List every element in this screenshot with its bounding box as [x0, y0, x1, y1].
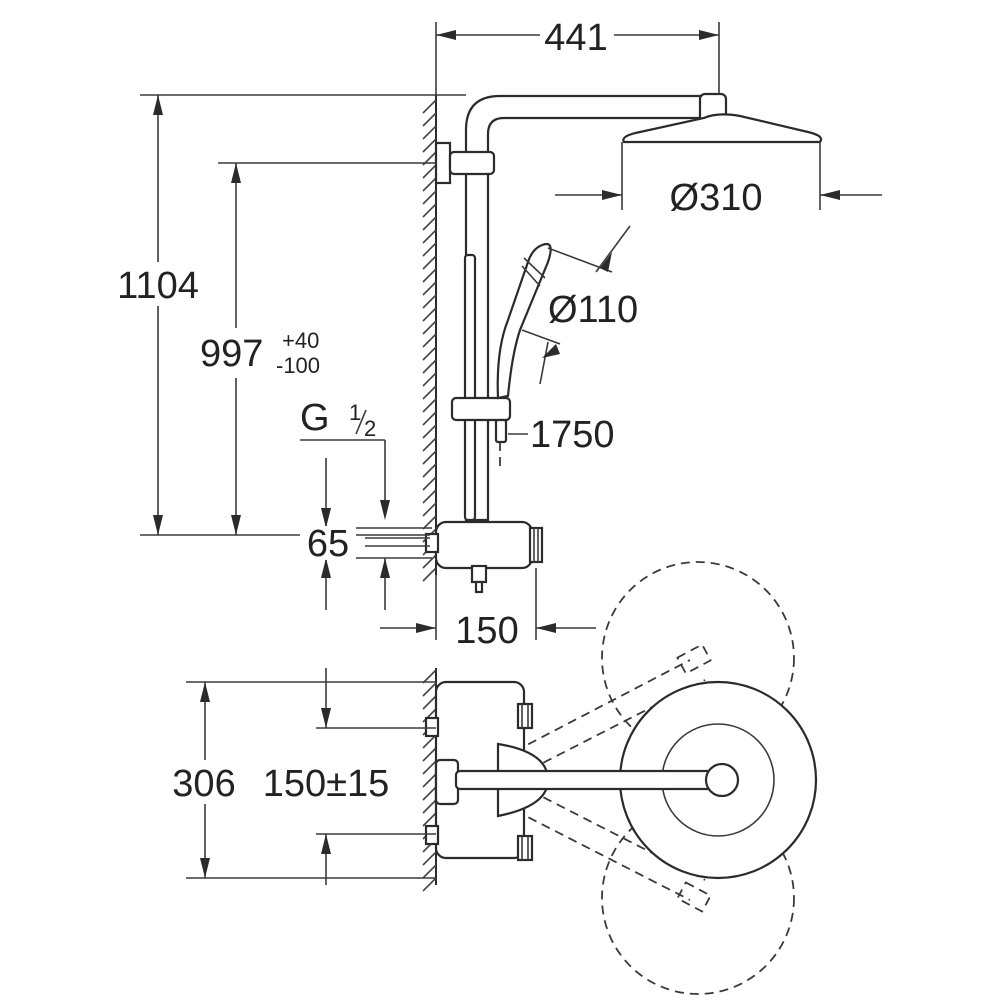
dim-offset-mask	[300, 526, 356, 560]
wall-hatch-line	[422, 125, 437, 140]
dim-depth-label: 150	[455, 610, 518, 652]
wall-hatch-line	[422, 307, 437, 322]
wall-hatch-line	[422, 799, 437, 814]
dim-total-height-mask	[106, 262, 206, 306]
wall-hatch-line	[422, 786, 437, 801]
dim-thread-slash	[355, 409, 367, 435]
dim-width-label: 441	[544, 17, 607, 59]
dim-bracket-tol-lower: -100	[276, 353, 320, 378]
dim-thread-numerator: 1	[349, 400, 361, 425]
wall-hatch-line	[422, 281, 437, 296]
dim-thread-leader	[300, 439, 390, 520]
wall-hatch-line	[422, 489, 437, 504]
wall-hatch-line	[422, 359, 437, 374]
dim-hand-shower-diameter-line	[521, 225, 631, 385]
wall-hatch-line	[422, 294, 437, 309]
wall-hatch-line	[422, 877, 437, 892]
wall-hatch-line	[422, 463, 437, 478]
wall-hatch-line	[422, 177, 437, 192]
wall-hatch-line	[422, 398, 437, 413]
wall-hatch-line	[422, 773, 437, 788]
slide-rail	[450, 253, 512, 522]
dim-hand-shower-diameter-label: Ø110	[548, 289, 638, 331]
wall-hatch-line	[422, 554, 437, 569]
dim-plan-spacing-line	[316, 668, 436, 885]
wall-hatch-line	[422, 411, 437, 426]
dim-plan-height-label: 306	[172, 763, 235, 805]
dim-plan-height-mask	[158, 760, 252, 804]
wall-hatch-line	[422, 255, 437, 270]
wall-hatch-line	[422, 346, 437, 361]
wall-hatch-line	[422, 112, 437, 127]
wall-hatch-line	[422, 864, 437, 879]
dim-thread-denominator: 2	[364, 416, 376, 441]
wall-hatch-line	[422, 190, 437, 205]
wall-hatch-line	[422, 437, 437, 452]
dim-rain-head-diameter-line	[555, 142, 882, 210]
wall-hatch-line	[422, 760, 437, 775]
wall-hatch-line	[422, 216, 437, 231]
wall-hatch-line	[422, 695, 437, 710]
dim-plan-spacing-label: 150±15	[263, 763, 390, 805]
wall-hatch-line	[422, 333, 437, 348]
dim-plan-spacing-mask	[256, 760, 400, 804]
wall-hatch-line	[422, 229, 437, 244]
wall-bracket	[434, 141, 496, 185]
dim-depth-line	[380, 568, 596, 640]
wall-hatch-line	[422, 138, 437, 153]
wall-hatch-line	[422, 669, 437, 684]
dim-plan-height-line	[186, 681, 436, 879]
dim-hose-label: 1750	[530, 414, 615, 456]
wall-hatch-line	[422, 515, 437, 530]
dim-width-line	[435, 22, 720, 95]
wall-hatch-line	[422, 385, 437, 400]
wall-lower	[422, 668, 437, 892]
rain-shower-head	[622, 113, 823, 144]
wall-hatch-line	[422, 424, 437, 439]
wall-hatch-line	[422, 812, 437, 827]
wall-hatch-line	[422, 502, 437, 517]
wall-hatch-line	[422, 734, 437, 749]
wall-hatch-line	[422, 372, 437, 387]
wall-hatch-line	[422, 242, 437, 257]
rain-head-plan	[434, 680, 818, 880]
wall-hatch-line	[422, 320, 437, 335]
dim-offset-label: 65	[307, 523, 349, 565]
wall-hatch-line	[422, 99, 437, 114]
wall-hatch-line	[422, 851, 437, 866]
wall-hatch-line	[422, 164, 437, 179]
wall-upper	[422, 95, 437, 582]
wall-hatch-line	[422, 682, 437, 697]
hand-shower	[496, 242, 552, 400]
dim-bracket-tol-upper: +40	[282, 328, 319, 353]
wall-hatch-line	[422, 567, 437, 582]
dim-bracket-height-label: 997	[200, 333, 263, 375]
dim-thread-g: G	[300, 397, 330, 439]
thermostat-mixer	[424, 520, 544, 594]
wall-hatch-line	[422, 450, 437, 465]
wall-hatch-line	[422, 747, 437, 762]
dim-bracket-height-mask	[196, 328, 336, 378]
dim-total-height-line	[140, 94, 466, 536]
dim-rain-head-diameter-label: Ø310	[670, 177, 763, 219]
dim-total-height-label: 1104	[117, 265, 199, 307]
wall-hatch-line	[422, 203, 437, 218]
wall-hatch-line	[422, 268, 437, 283]
wall-hatch-line	[422, 476, 437, 491]
